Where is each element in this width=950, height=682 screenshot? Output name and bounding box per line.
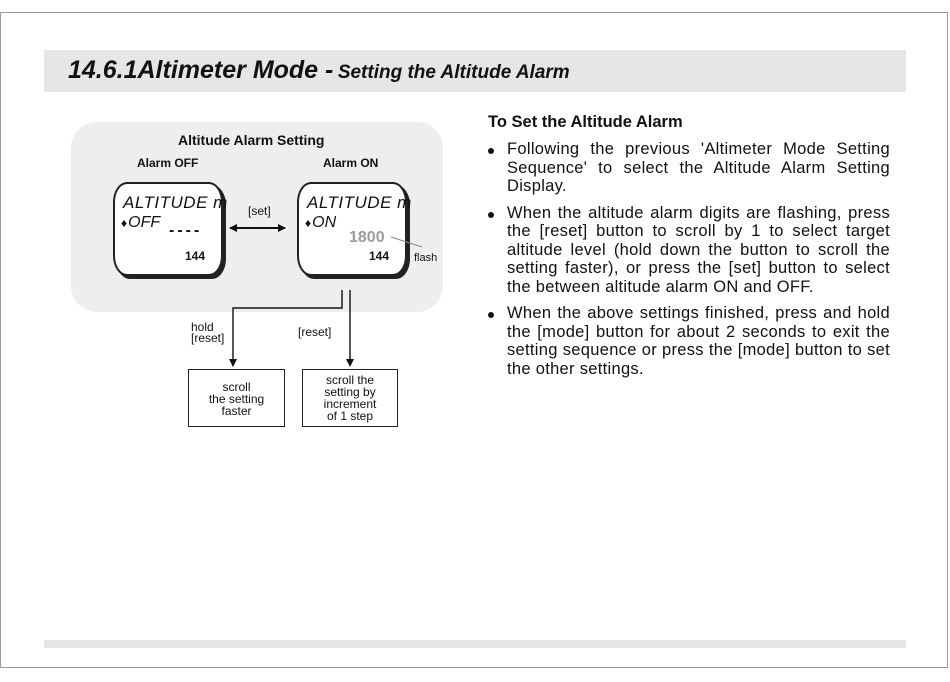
lcd-bottom-number: 144 xyxy=(369,249,390,263)
scroll-faster-box: scroll the setting faster xyxy=(188,369,285,427)
box-line: faster xyxy=(221,404,252,418)
instruction-text: Following the previous 'Altimeter Mode S… xyxy=(507,140,890,195)
bullet-dot-icon xyxy=(488,312,494,318)
set-button-label: [set] xyxy=(248,204,271,218)
bell-icon: ♦ xyxy=(121,216,128,230)
bullet-dot-icon xyxy=(488,211,494,218)
box-line: scroll the xyxy=(325,373,375,387)
hold-arrow xyxy=(229,290,343,367)
scroll-step-box: scroll the setting by increment of 1 ste… xyxy=(302,369,398,427)
instruction-item: Following the previous 'Altimeter Mode S… xyxy=(486,140,890,196)
box-line: scroll xyxy=(222,380,251,394)
reset-button-label: [reset] xyxy=(298,325,332,339)
box-line: the setting xyxy=(208,392,265,406)
instruction-list: Following the previous 'Altimeter Mode S… xyxy=(486,140,890,386)
section-title: To Set the Altitude Alarm xyxy=(488,113,683,131)
instruction-item: When the altitude alarm digits are flash… xyxy=(486,204,890,297)
page-frame xyxy=(0,12,948,668)
lcd-alarm-state: ♦ON xyxy=(305,214,336,232)
title-main: 14.6.1Altimeter Mode - xyxy=(68,56,334,84)
lcd-dashes: ---- xyxy=(169,222,203,239)
title-subtitle: Setting the Altitude Alarm xyxy=(337,62,570,83)
watch-display-alarm-on: ALTITUDE m ♦ON 1800 144 xyxy=(297,182,411,276)
page-title: 14.6.1Altimeter Mode - Setting the Altit… xyxy=(68,56,570,85)
box-line: increment xyxy=(323,397,377,411)
bullet-dot-icon xyxy=(488,148,494,154)
watch-display-alarm-off: ALTITUDE m ♦OFF ---- 144 xyxy=(113,182,227,276)
footer-band xyxy=(44,640,906,648)
lcd-altitude-text: ALTITUDE m xyxy=(307,193,412,212)
flash-label: flash xyxy=(414,252,438,264)
flash-pointer-line xyxy=(390,236,423,248)
instruction-item: When the above settings finished, press … xyxy=(486,304,890,378)
alarm-off-label: Alarm OFF xyxy=(137,156,199,170)
instruction-text: When the altitude alarm digits are flash… xyxy=(507,203,890,296)
header-band xyxy=(44,50,906,92)
lcd-bottom-number: 144 xyxy=(185,249,206,263)
lcd-state-text: ON xyxy=(312,214,337,231)
hold-label: hold xyxy=(191,320,214,334)
bell-icon: ♦ xyxy=(305,216,312,230)
diagram-title: Altitude Alarm Setting xyxy=(178,132,325,148)
instruction-text: When the above settings finished, press … xyxy=(507,304,890,378)
box-line: of 1 step xyxy=(326,409,374,423)
lcd-state-text: OFF xyxy=(128,214,161,231)
lcd-altitude-value: 1800 xyxy=(349,229,385,246)
alarm-on-label: Alarm ON xyxy=(323,156,379,170)
hold-reset-label: [reset] xyxy=(191,331,225,345)
lcd-altitude-text: ALTITUDE m xyxy=(123,193,228,212)
lcd-alarm-state: ♦OFF xyxy=(121,214,160,232)
box-line: setting by xyxy=(324,385,376,399)
